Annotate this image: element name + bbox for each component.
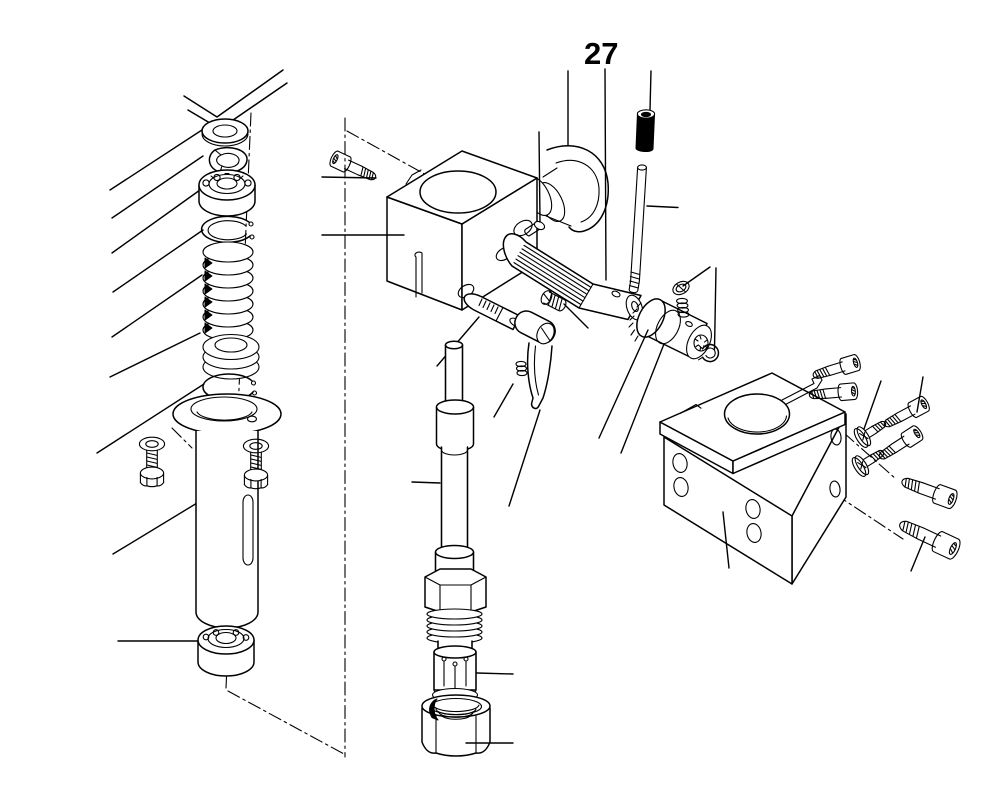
leader-line-callout-27	[604, 68, 607, 281]
leader-line	[508, 409, 541, 507]
leader-line	[563, 303, 589, 329]
bracket-top-plate	[659, 372, 846, 475]
bracket-side-hole	[829, 480, 841, 498]
leader-line	[863, 380, 882, 430]
bracket-front-hole	[672, 453, 688, 473]
spindle-collar	[435, 399, 475, 452]
quill-cylinder	[195, 430, 259, 629]
leader-line	[96, 383, 205, 454]
bracket-bore	[723, 393, 791, 435]
cap-screw	[880, 394, 932, 433]
clamp-lever	[514, 310, 556, 410]
flat-washer	[201, 118, 249, 147]
leader-line	[111, 155, 204, 219]
cap-screw	[874, 423, 926, 466]
leader-line	[682, 266, 711, 287]
leader-line	[109, 332, 201, 378]
ball-bearing-lower	[197, 625, 255, 677]
bracket-side-hole	[830, 428, 842, 446]
leader-line	[112, 496, 208, 555]
spindle-hex-section	[424, 568, 487, 613]
flat-head-screw	[851, 413, 892, 450]
cap-screw	[810, 353, 863, 385]
leader-line	[112, 229, 204, 293]
gear-housing-block	[386, 150, 538, 311]
flat-head-screw	[849, 442, 890, 479]
leader-line	[649, 70, 652, 111]
spindle-assembly	[411, 340, 514, 757]
center-line-diagonal-bottom	[227, 690, 345, 755]
set-screw	[540, 290, 567, 312]
leader-line	[476, 672, 514, 675]
center-line-bolt-left	[171, 427, 193, 449]
leader-line	[411, 481, 441, 484]
spindle-tip-shaft	[444, 340, 464, 405]
leader-line	[713, 267, 717, 350]
leader-line	[620, 343, 665, 454]
pinion-spline-shaft	[502, 233, 644, 321]
callout-27: 27	[584, 36, 618, 71]
retaining-clip	[698, 343, 720, 363]
clamp-bracket-assembly	[659, 353, 964, 585]
cap-screw	[898, 471, 960, 511]
cap-screw-housing	[327, 149, 380, 186]
bracket-front-hole	[746, 523, 762, 543]
spindle-sleeve	[434, 544, 475, 572]
bracket-body	[663, 413, 847, 585]
bracket-front-hole	[673, 477, 689, 497]
ball-bearing-upper	[198, 169, 256, 217]
leader-line	[111, 189, 201, 254]
clutch-sleeve	[628, 298, 712, 360]
leader-line	[111, 274, 203, 338]
adjusting-rod	[628, 164, 647, 294]
spindle-thread-rings	[426, 608, 483, 644]
coil-pin	[515, 360, 528, 377]
leader-line	[722, 511, 730, 569]
gear-housing-assembly: 27	[321, 36, 720, 507]
cap-screw	[894, 513, 964, 562]
center-line-housing-bore	[346, 130, 431, 178]
leader-line	[916, 376, 924, 413]
quill-spring-stack-assembly	[96, 69, 288, 677]
leader-line	[598, 329, 649, 439]
center-line-bracket-hole-2	[834, 493, 904, 540]
leader-line	[109, 127, 206, 191]
housing-slot	[414, 251, 423, 298]
quill-slot	[242, 494, 254, 566]
quill-flange	[172, 393, 282, 435]
leader-line	[646, 205, 679, 209]
snap-ring	[208, 146, 248, 174]
detent-spring	[676, 297, 690, 318]
bracket-front-hole	[745, 499, 761, 519]
leader-line	[538, 131, 541, 223]
leader-line	[493, 383, 514, 418]
retaining-ring	[200, 215, 255, 244]
taper-pin	[635, 109, 656, 152]
hex-bolt	[138, 436, 166, 488]
leader-line	[321, 176, 377, 179]
collet-nut	[421, 694, 491, 757]
cup-washer-stack	[202, 333, 260, 380]
coil-spring	[202, 241, 254, 341]
spindle-shaft	[440, 446, 469, 550]
dowel-pin	[524, 220, 546, 237]
leader-line	[910, 536, 926, 572]
